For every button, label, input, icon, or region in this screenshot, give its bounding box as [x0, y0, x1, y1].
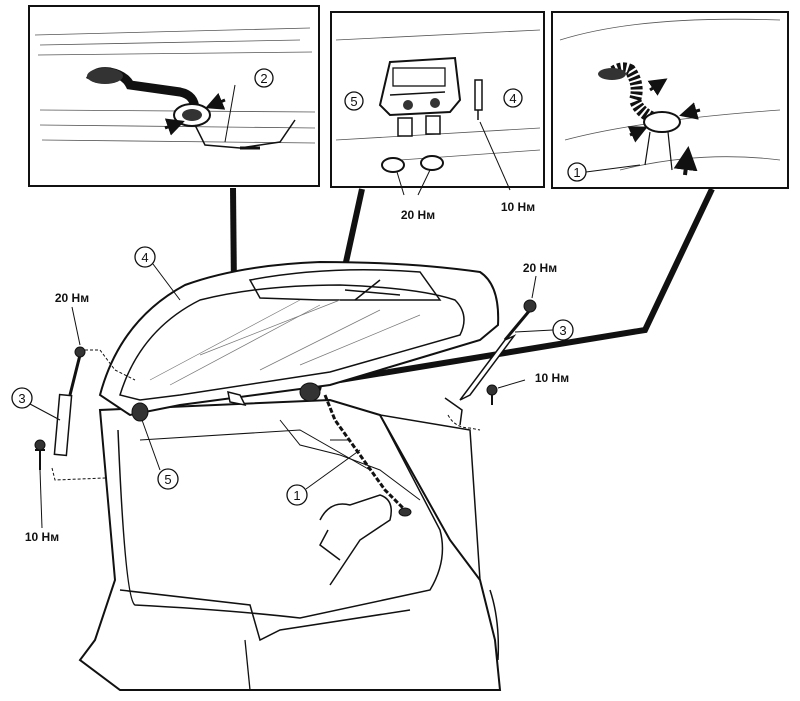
callout-number: 4: [509, 91, 516, 106]
inset-panel-latch: 5 4: [330, 11, 545, 196]
gas-strut-right: [444, 299, 537, 431]
torque-label: 10 Нм: [535, 371, 569, 385]
callout-circle: [254, 68, 274, 88]
torque-label: 20 Нм: [55, 291, 89, 305]
callout-door: 4: [134, 246, 181, 301]
callout-number: 1: [293, 488, 300, 503]
callout-strut-right: 3: [514, 319, 574, 341]
torque-label: 10 Нм: [501, 200, 535, 214]
tailgate: [98, 260, 500, 422]
callout-number: 2: [260, 71, 267, 86]
callout-number: 4: [141, 250, 148, 265]
torque-label: 20 Нм: [523, 261, 557, 275]
callout-number: 1: [573, 165, 580, 180]
callout-strut-left: 3: [11, 387, 61, 421]
callout-number: 5: [350, 94, 357, 109]
callout-number: 3: [18, 391, 25, 406]
inset-panel-harness: 1: [551, 11, 789, 189]
callout-circle: [503, 88, 523, 108]
callout-number: 3: [559, 323, 566, 338]
callout-latch: 5: [141, 419, 179, 490]
gas-strut-left: [34, 346, 136, 481]
inset-panel-hose-grommet: 2: [28, 5, 320, 187]
torque-label: 10 Нм: [25, 530, 59, 544]
callout-number: 5: [164, 472, 171, 487]
callout-circle: [344, 91, 364, 111]
car-rear-body: [78, 398, 502, 691]
wire-harness: [323, 394, 412, 517]
torque-label: 20 Нм: [401, 208, 435, 222]
callout-harness: 1: [286, 449, 361, 506]
